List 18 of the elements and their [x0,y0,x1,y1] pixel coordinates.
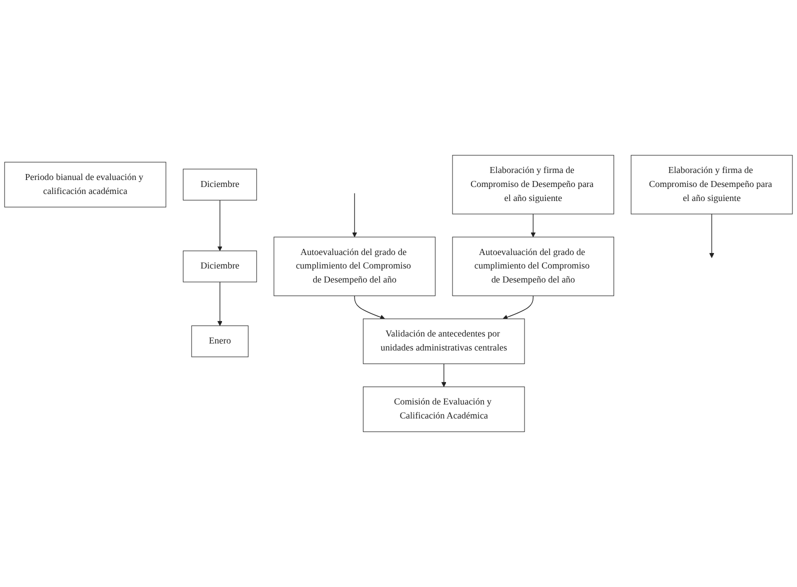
node-box: Elaboración y firma de Compromiso de Desempeño para el año siguiente [630,154,793,214]
node-box: Elaboración y firma de Compromiso de Desempeño para el año siguiente [452,154,614,214]
arrow [502,295,534,320]
node-box: Validación de antecedentes por unidades administrativas centrales [362,318,525,364]
arrow [709,214,714,258]
node-box: Enero [191,325,248,358]
node-box: Autoevaluación del grado de cumplimiento del Compromiso de Desempeño del año [452,236,614,296]
arrow [217,282,222,326]
node-box: Comisión de Evaluación y Calificación Académica [362,386,525,432]
arrow [530,214,536,238]
node-box: Autoevaluación del grado de cumplimiento del Compromiso de Desempeño del año [274,236,436,296]
node-box: Periodo bianual de evaluación y calificación académica [4,162,166,208]
arrow [352,192,358,238]
arrow [441,363,446,388]
arrow [217,200,222,252]
node-box: Diciembre [182,250,257,282]
node-box: Diciembre [182,168,257,200]
arrow [354,295,386,320]
